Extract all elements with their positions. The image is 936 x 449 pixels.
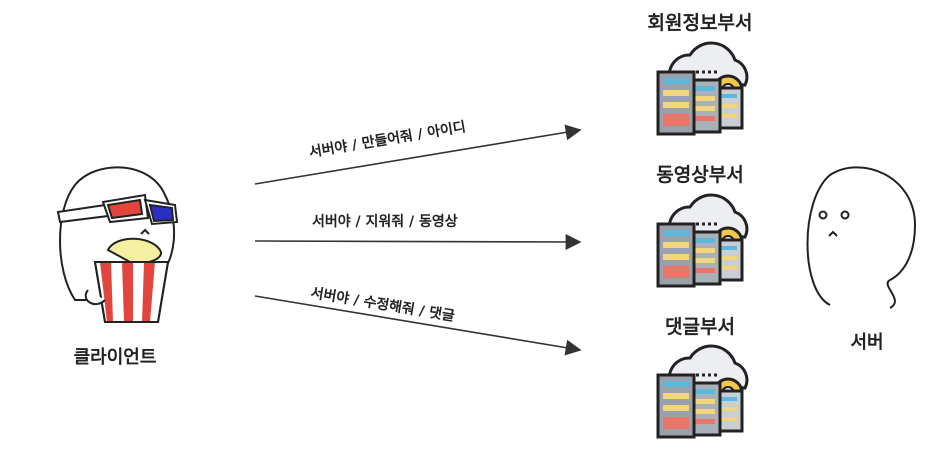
department-title: 댓글부서 <box>665 316 735 338</box>
request-arrow <box>254 124 582 185</box>
server-rack-icon <box>656 41 749 136</box>
request-arrow <box>254 295 582 356</box>
client-label: 클라이언트 <box>73 347 157 368</box>
server-rack-icon <box>656 344 749 439</box>
request-label: 서버야 / 지워줘 / 동영상 <box>312 214 458 230</box>
server-label: 서버 <box>850 332 884 353</box>
server-character-icon <box>806 166 917 309</box>
request-arrow <box>254 233 582 250</box>
client-character-icon <box>56 166 179 323</box>
department-title: 회원정보부서 <box>647 12 753 34</box>
department-title: 동영상부서 <box>656 164 744 186</box>
server-rack-icon <box>656 193 749 288</box>
